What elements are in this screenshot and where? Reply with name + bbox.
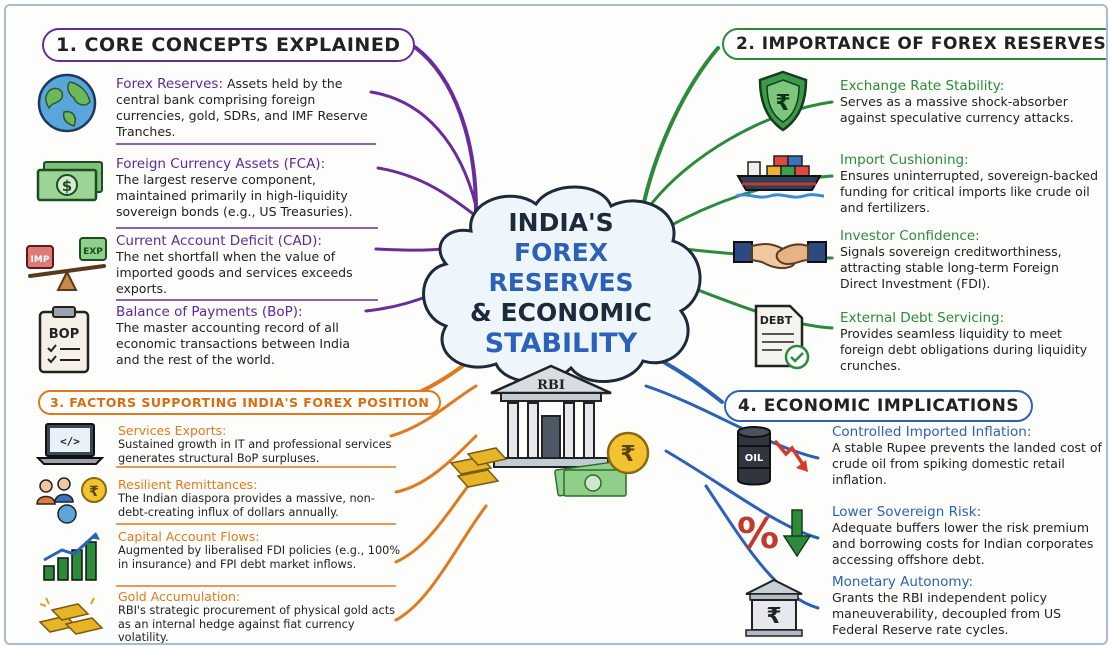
- item-desc: A stable Rupee prevents the landed cost …: [832, 440, 1102, 487]
- item-forex-reserves: Forex Reserves: Assets held by the centr…: [116, 76, 381, 140]
- item-desc: Signals sovereign creditworthiness, attr…: [840, 244, 1062, 291]
- center-title: INDIA'S FOREX RESERVES & ECONOMIC STABIL…: [441, 208, 681, 360]
- title-line-1: INDIA'S: [508, 208, 614, 237]
- item-import-cushioning: Import Cushioning: Ensures uninterrupted…: [840, 152, 1100, 216]
- title-line-4: STABILITY: [484, 328, 638, 359]
- remittance-rupee: ₹: [89, 484, 99, 500]
- cargo-ship-icon: [735, 155, 825, 199]
- item-title: Import Cushioning:: [840, 152, 969, 168]
- laptop-code-icon: </>: [36, 423, 104, 465]
- item-services-exports: Services Exports: Sustained growth in IT…: [118, 424, 403, 465]
- item-title: Forex Reserves:: [116, 76, 223, 92]
- debt-document-icon: DEBT: [754, 304, 810, 370]
- percent-sign: %: [737, 509, 779, 558]
- item-desc: Augmented by liberalised FDI policies (e…: [118, 544, 401, 571]
- item-lower-sovereign-risk: Lower Sovereign Risk: Adequate buffers l…: [832, 504, 1102, 568]
- globe-icon: [37, 73, 97, 133]
- section-heading-core-concepts: 1. CORE CONCEPTS EXPLAINED: [42, 28, 415, 62]
- item-current-account-deficit: Current Account Deficit (CAD): The net s…: [116, 233, 381, 297]
- dollar-sign: $: [62, 177, 72, 195]
- item-desc: Assets held by the central bank comprisi…: [116, 76, 368, 139]
- item-desc: The largest reserve component, maintaine…: [116, 172, 353, 219]
- oil-barrel-icon: OIL: [737, 426, 808, 486]
- item-resilient-remittances: Resilient Remittances: The Indian diaspo…: [118, 478, 403, 519]
- item-desc: RBI's strategic procurement of physical …: [118, 604, 396, 644]
- item-desc: Serves as a massive shock-absorber again…: [840, 94, 1074, 125]
- section-heading-importance: 2. IMPORTANCE OF FOREX RESERVES: [722, 28, 1106, 60]
- item-desc: Sustained growth in IT and professional …: [118, 438, 392, 465]
- title-line-2: FOREX RESERVES: [488, 238, 634, 297]
- balance-scale-icon: IMP EXP: [26, 237, 107, 291]
- item-exchange-rate-stability: Exchange Rate Stability: Serves as a mas…: [840, 78, 1100, 126]
- item-desc: Provides seamless liquidity to meet fore…: [840, 326, 1088, 373]
- center-coin-symbol: ₹: [620, 442, 635, 467]
- item-external-debt-servicing: External Debt Servicing: Provides seamle…: [840, 310, 1100, 374]
- item-title: Current Account Deficit (CAD):: [116, 233, 322, 249]
- debt-label: DEBT: [760, 314, 793, 327]
- item-foreign-currency-assets: Foreign Currency Assets (FCA): The large…: [116, 156, 381, 220]
- item-gold-accumulation: Gold Accumulation: RBI's strategic procu…: [118, 589, 403, 644]
- item-desc: The master accounting record of all econ…: [116, 320, 351, 367]
- item-title: Balance of Payments (BoP):: [116, 304, 303, 320]
- item-title: Resilient Remittances:: [118, 477, 258, 492]
- item-desc: The Indian diaspora provides a massive, …: [118, 492, 375, 519]
- item-desc: Adequate buffers lower the risk premium …: [832, 520, 1094, 567]
- section-heading-factors: 3. FACTORS SUPPORTING INDIA'S FOREX POSI…: [38, 390, 442, 415]
- item-capital-account-flows: Capital Account Flows: Augmented by libe…: [118, 530, 403, 571]
- item-title: External Debt Servicing:: [840, 310, 1005, 326]
- item-title: Exchange Rate Stability:: [840, 78, 1005, 94]
- item-balance-of-payments: Balance of Payments (BoP): The master ac…: [116, 304, 361, 368]
- dollar-bill-icon: $: [36, 161, 103, 202]
- exp-label: EXP: [83, 247, 103, 257]
- item-desc: Ensures uninterrupted, sovereign-backed …: [840, 168, 1099, 215]
- people-globe-icon: ₹: [36, 477, 107, 524]
- bank-rupee-icon: ₹: [745, 578, 803, 637]
- growth-chart-icon: [43, 532, 100, 581]
- rbi-label: RBI: [537, 378, 565, 393]
- rbi-building-illustration: ₹ RBI: [449, 364, 650, 497]
- oil-label: OIL: [745, 453, 764, 464]
- item-investor-confidence: Investor Confidence: Signals sovereign c…: [840, 228, 1100, 292]
- shield-rupee-icon: ₹: [758, 70, 808, 132]
- shield-rupee-symbol: ₹: [775, 91, 790, 116]
- item-monetary-autonomy: Monetary Autonomy: Grants the RBI indepe…: [832, 574, 1102, 638]
- item-desc: The net shortfall when the value of impo…: [116, 249, 353, 296]
- item-title: Controlled Imported Inflation:: [832, 424, 1032, 440]
- imp-label: IMP: [31, 255, 50, 265]
- item-controlled-imported-inflation: Controlled Imported Inflation: A stable …: [832, 424, 1102, 488]
- clipboard-icon: BOP: [38, 306, 90, 374]
- handshake-icon: [733, 241, 827, 270]
- gold-bars-icon: [38, 597, 104, 635]
- item-title: Foreign Currency Assets (FCA):: [116, 156, 326, 172]
- bop-label: BOP: [49, 327, 80, 342]
- item-title: Lower Sovereign Risk:: [832, 504, 982, 520]
- section-heading-implications: 4. ECONOMIC IMPLICATIONS: [724, 390, 1034, 422]
- item-title: Services Exports:: [118, 423, 227, 438]
- code-label: </>: [60, 435, 80, 448]
- item-title: Investor Confidence:: [840, 228, 980, 244]
- item-title: Monetary Autonomy:: [832, 574, 974, 590]
- bank-rupee-symbol: ₹: [766, 604, 781, 629]
- center-cloud: [422, 185, 702, 384]
- title-line-3: & ECONOMIC: [470, 298, 652, 327]
- item-desc: Grants the RBI independent policy maneuv…: [832, 590, 1062, 637]
- percent-down-icon: %: [737, 509, 812, 558]
- item-title: Capital Account Flows:: [118, 529, 260, 544]
- item-title: Gold Accumulation:: [118, 589, 241, 604]
- infographic-frame: INDIA'S FOREX RESERVES & ECONOMIC STABIL…: [4, 4, 1108, 645]
